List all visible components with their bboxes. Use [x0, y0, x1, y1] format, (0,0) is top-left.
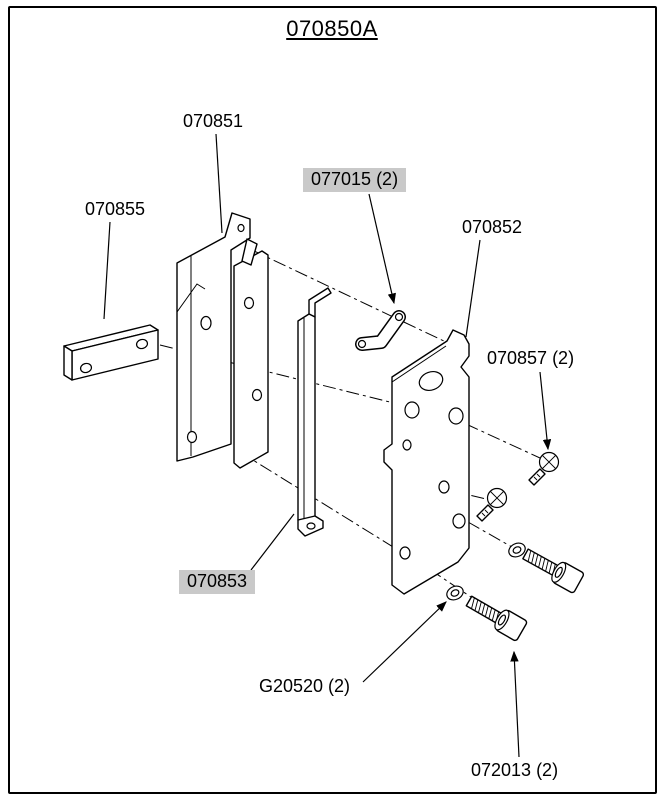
label-070852: 070852 — [462, 217, 523, 237]
part-070855-bar — [63, 324, 159, 381]
leader-070852 — [465, 239, 481, 338]
part-072013-cap-screw-a — [522, 548, 585, 594]
leader-070857 — [539, 371, 552, 451]
leader-072013 — [510, 650, 520, 758]
part-g20520-washer-b — [446, 585, 464, 601]
label-077015: 077015 (2) — [303, 168, 407, 192]
leader-070851 — [215, 133, 223, 234]
part-072013-cap-screw-b — [465, 595, 528, 642]
part-070851-plate — [176, 212, 269, 469]
leader-070855 — [103, 221, 111, 320]
drawing-border — [8, 6, 657, 794]
leader-lines — [103, 133, 552, 758]
label-070851: 070851 — [183, 111, 244, 131]
part-077015-bracket — [355, 310, 406, 351]
leader-070853 — [250, 513, 295, 571]
part-070857-flathead-screw-b — [476, 487, 508, 522]
part-070857-flathead-screw-a — [528, 451, 560, 486]
leader-077015 — [368, 193, 396, 305]
diagram-title: 070850A — [286, 16, 378, 41]
part-070852-plate — [383, 329, 470, 595]
part-g20520-washer-a — [508, 542, 526, 558]
label-070853: 070853 — [179, 570, 256, 594]
label-g20520: G20520 (2) — [259, 676, 351, 696]
label-070855: 070855 — [85, 199, 146, 219]
part-070853-strip — [297, 287, 332, 537]
label-072013: 072013 (2) — [471, 760, 559, 780]
label-070857: 070857 (2) — [487, 348, 575, 368]
leader-g20520 — [362, 601, 447, 683]
